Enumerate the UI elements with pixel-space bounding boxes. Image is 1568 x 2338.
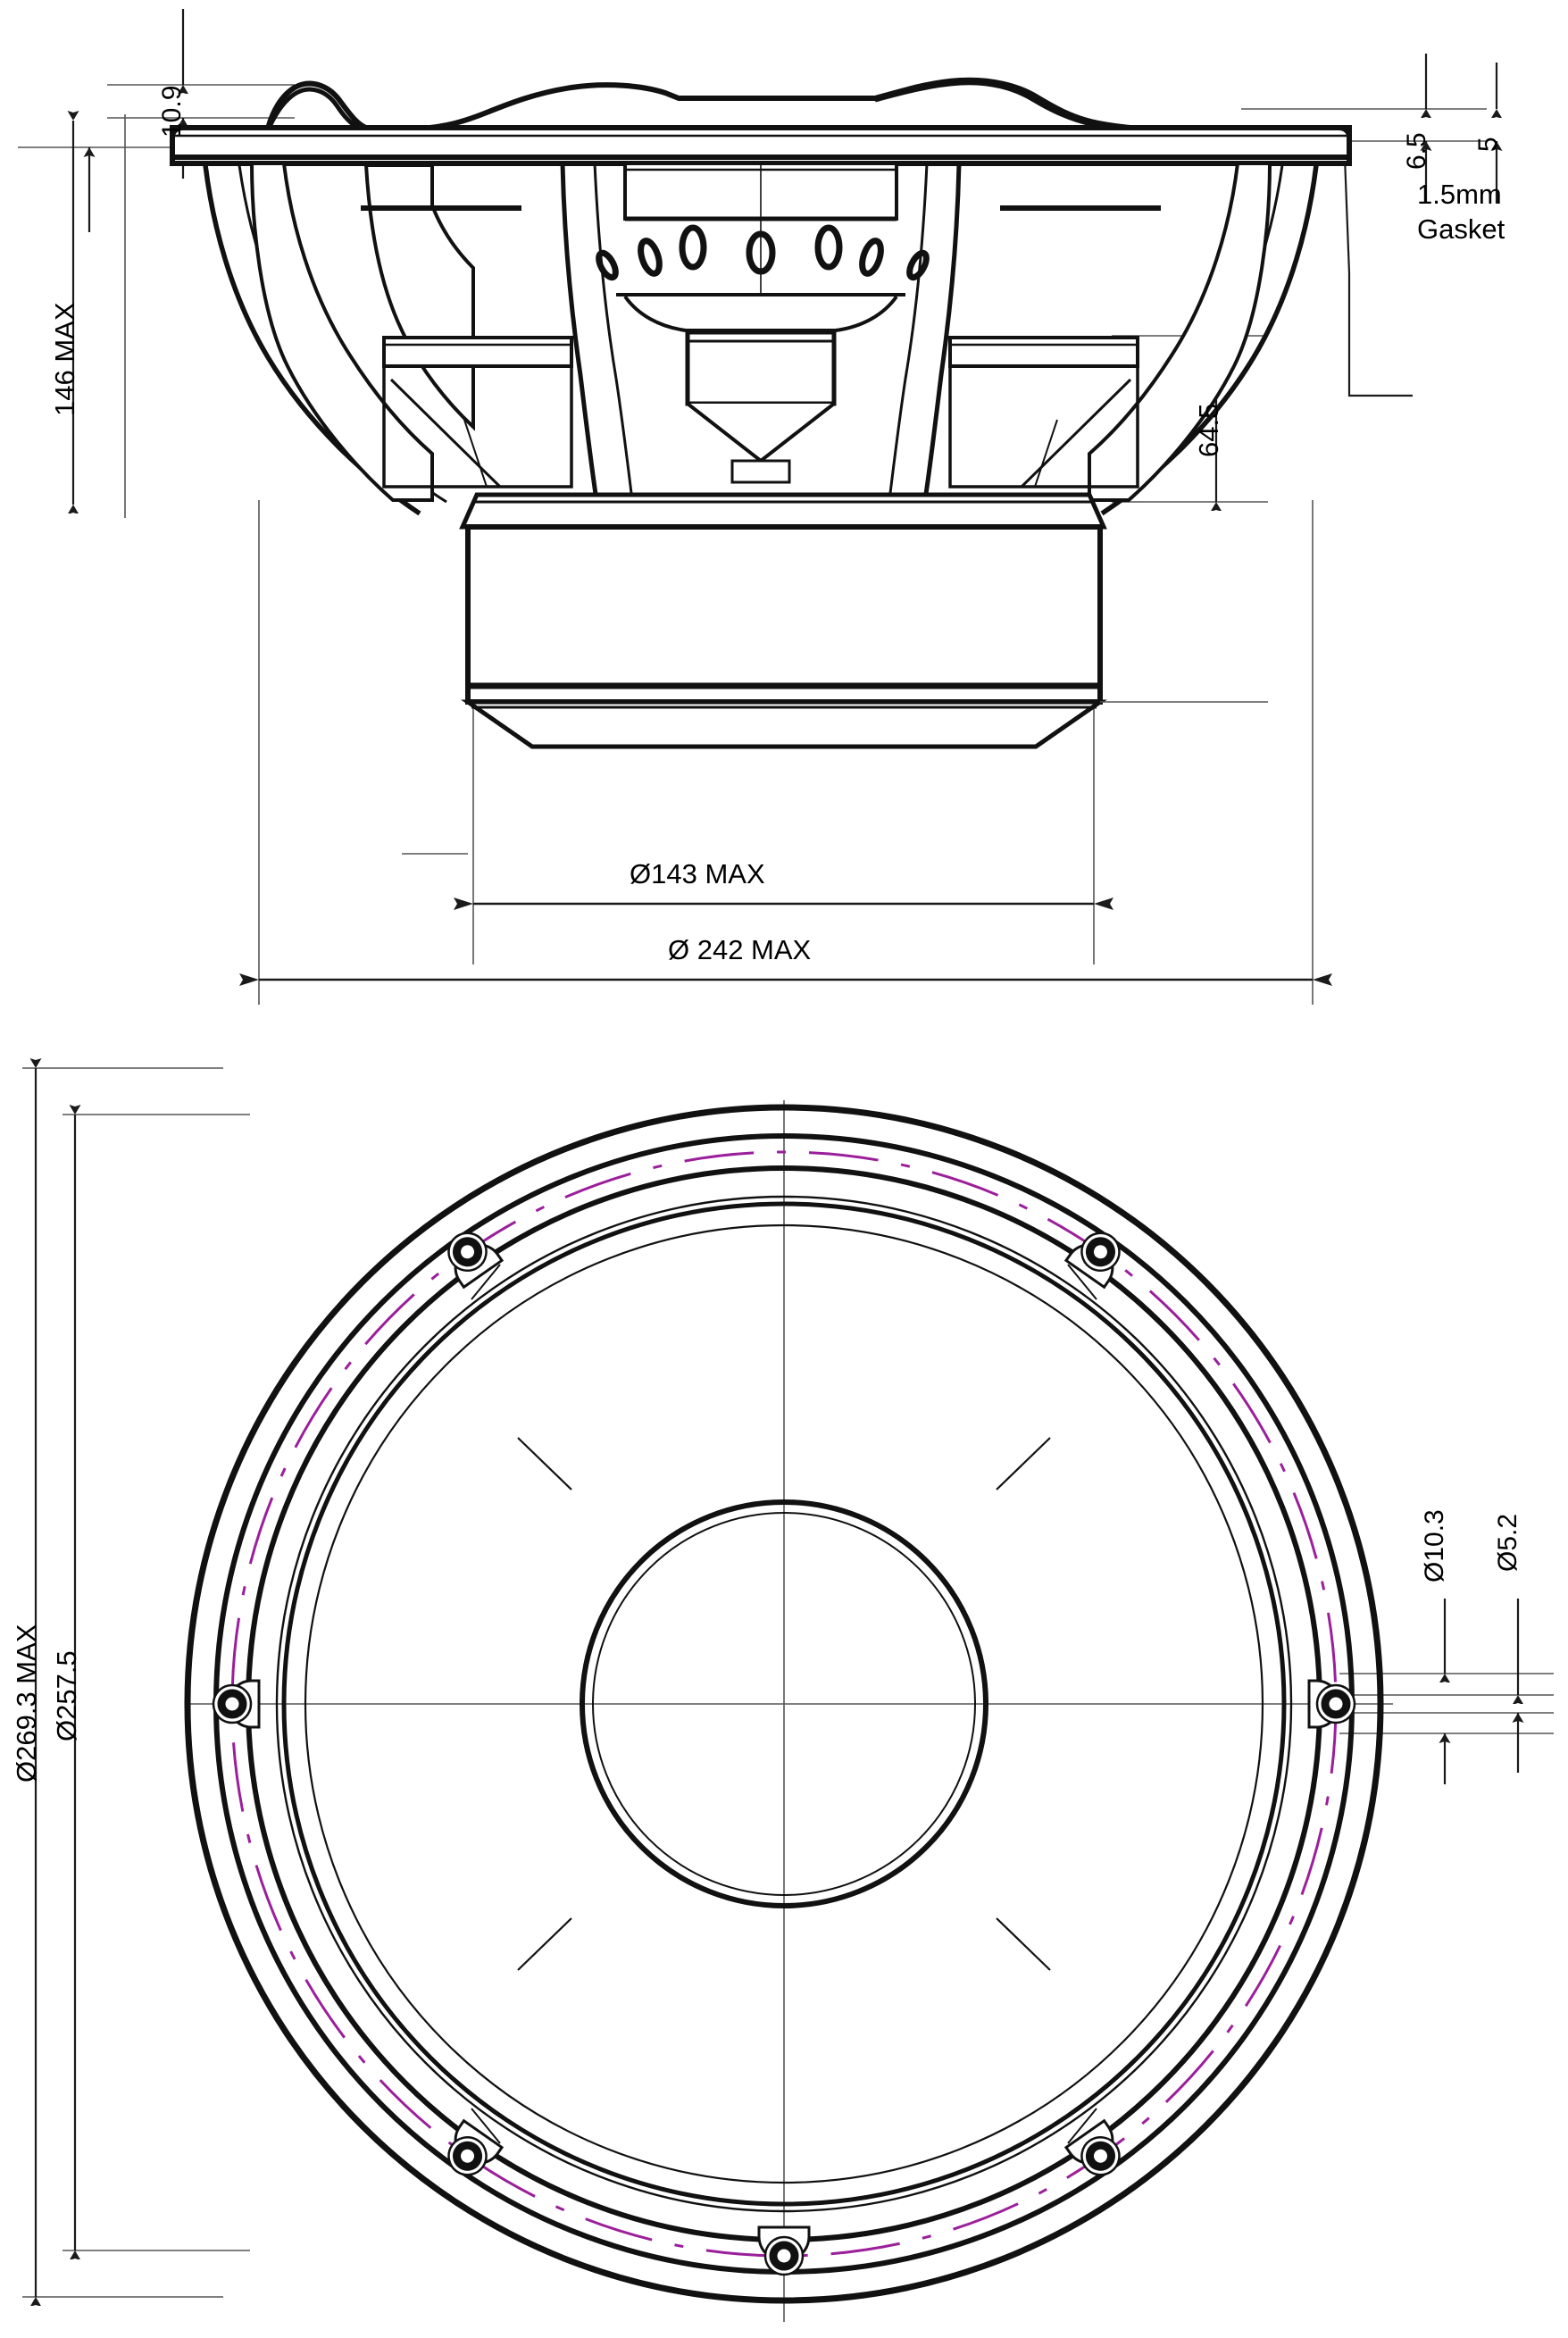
gasket-note-line1: 1.5mm	[1417, 179, 1502, 210]
mounting-hole	[1063, 2118, 1121, 2176]
dim-label-143-max: Ø143 MAX	[630, 858, 765, 889]
flange-radial-dividers	[471, 1264, 1097, 2144]
mounting-hole	[447, 2118, 505, 2176]
dim-label-10-9: 10.9	[157, 85, 187, 138]
mounting-hole	[757, 2225, 811, 2276]
dim-label-6-5: 6.5	[1402, 132, 1431, 170]
dim-label-64-5: 64.5	[1193, 403, 1224, 457]
gasket-note-line2: Gasket	[1417, 213, 1505, 245]
dim-label-5-2: Ø5.2	[1493, 1513, 1522, 1572]
front-view-extension-lines	[22, 1067, 1554, 2298]
side-view-extension-lines	[18, 84, 1487, 1005]
front-view-geometry	[22, 1068, 1554, 2322]
mounting-hole	[1063, 1232, 1121, 1290]
mounting-holes-group	[212, 1232, 1356, 2276]
front-view-centerlines	[188, 1100, 1393, 2322]
cone-radial-marks	[517, 1437, 1051, 1971]
dim-label-10-3: Ø10.3	[1420, 1509, 1449, 1582]
dim-label-242-max: Ø 242 MAX	[668, 934, 812, 965]
mounting-hole	[447, 1232, 505, 1290]
dim-label-5: 5	[1473, 137, 1503, 152]
side-view-geometry	[18, 9, 1497, 1005]
dim-label-257-5: Ø257.5	[51, 1650, 82, 1741]
mounting-hole	[1307, 1679, 1356, 1729]
dim-label-146-max: 146 MAX	[49, 302, 80, 416]
mounting-hole	[212, 1679, 261, 1729]
dim-label-269-3-max: Ø269.3 MAX	[11, 1624, 42, 1783]
magnet-assembly	[459, 492, 1107, 749]
vent-holes	[596, 224, 930, 281]
